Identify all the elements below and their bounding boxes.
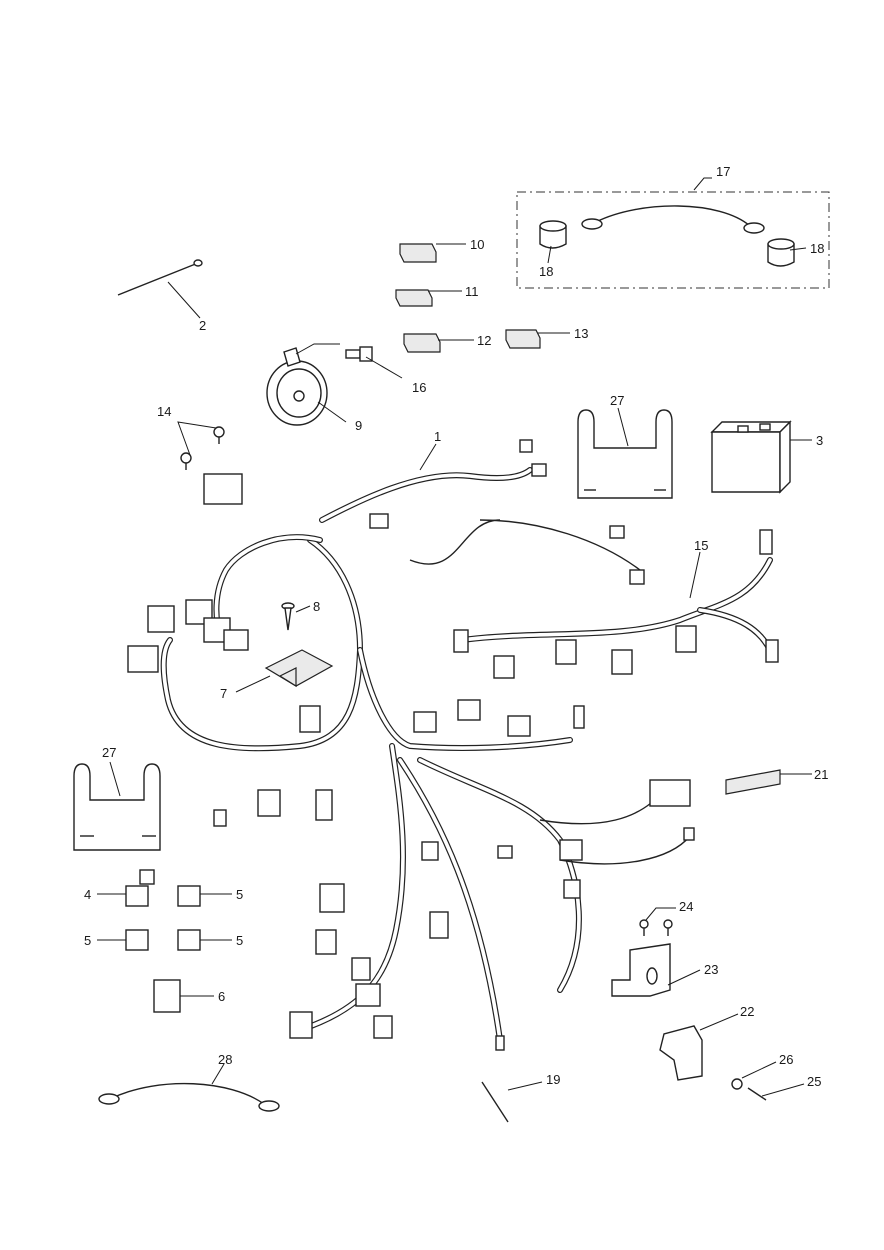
callout-5c: 5 (236, 933, 243, 948)
callout-26: 26 (779, 1052, 793, 1067)
leader-lines (97, 177, 812, 1097)
callout-17: 17 (716, 164, 730, 179)
callout-11: 11 (465, 284, 479, 299)
callout-2: 2 (199, 318, 206, 333)
callout-5a: 5 (236, 887, 243, 902)
foam-pad (725, 769, 781, 795)
callout-12: 12 (477, 333, 491, 348)
plastic-rivet (281, 602, 295, 631)
sub-harness (453, 529, 779, 679)
callout-labels: 1 2 3 4 5 5 5 6 7 8 9 10 11 12 13 14 15 … (84, 164, 828, 1089)
screws-24 (639, 919, 673, 936)
callout-4: 4 (84, 887, 91, 902)
callout-18-left: 18 (539, 264, 553, 279)
mounting-bracket-lower (73, 763, 161, 851)
callout-6: 6 (218, 989, 225, 1004)
callout-10: 10 (470, 237, 484, 252)
relays (125, 869, 201, 1013)
callout-13: 13 (574, 326, 588, 341)
bracket-plate (264, 649, 334, 688)
callout-1: 1 (434, 429, 441, 444)
bracket-22 (659, 1025, 703, 1081)
callout-18-right: 18 (810, 241, 824, 256)
callout-28: 28 (218, 1052, 232, 1067)
callout-9: 9 (355, 418, 362, 433)
bracket-23 (611, 943, 671, 997)
mounting-bracket-top (577, 409, 673, 499)
callout-15: 15 (694, 538, 708, 553)
callout-7: 7 (220, 686, 227, 701)
cable-tie (117, 259, 203, 296)
callout-23: 23 (704, 962, 718, 977)
stud-19 (481, 1081, 509, 1123)
callout-14: 14 (157, 404, 171, 419)
washer-26 (731, 1078, 743, 1090)
callout-3: 3 (816, 433, 823, 448)
callout-8: 8 (313, 599, 320, 614)
horn-bolt (345, 346, 373, 362)
callout-25: 25 (807, 1074, 821, 1089)
callout-16: 16 (412, 380, 426, 395)
callout-19: 19 (546, 1072, 560, 1087)
main-wiring-harness (160, 467, 691, 1043)
harness-connectors (127, 439, 695, 1051)
callout-27-lower: 27 (102, 745, 116, 760)
callout-22: 22 (740, 1004, 754, 1019)
callout-24: 24 (679, 899, 693, 914)
callout-27-top: 27 (610, 393, 624, 408)
callout-5b: 5 (84, 933, 91, 948)
battery-lead-group (516, 191, 830, 289)
earth-lead (98, 1082, 280, 1112)
fuse-set (395, 243, 541, 353)
screws (180, 426, 225, 470)
callout-21: 21 (814, 767, 828, 782)
battery (710, 420, 792, 494)
bolt-25 (747, 1087, 767, 1101)
horn (266, 347, 328, 426)
